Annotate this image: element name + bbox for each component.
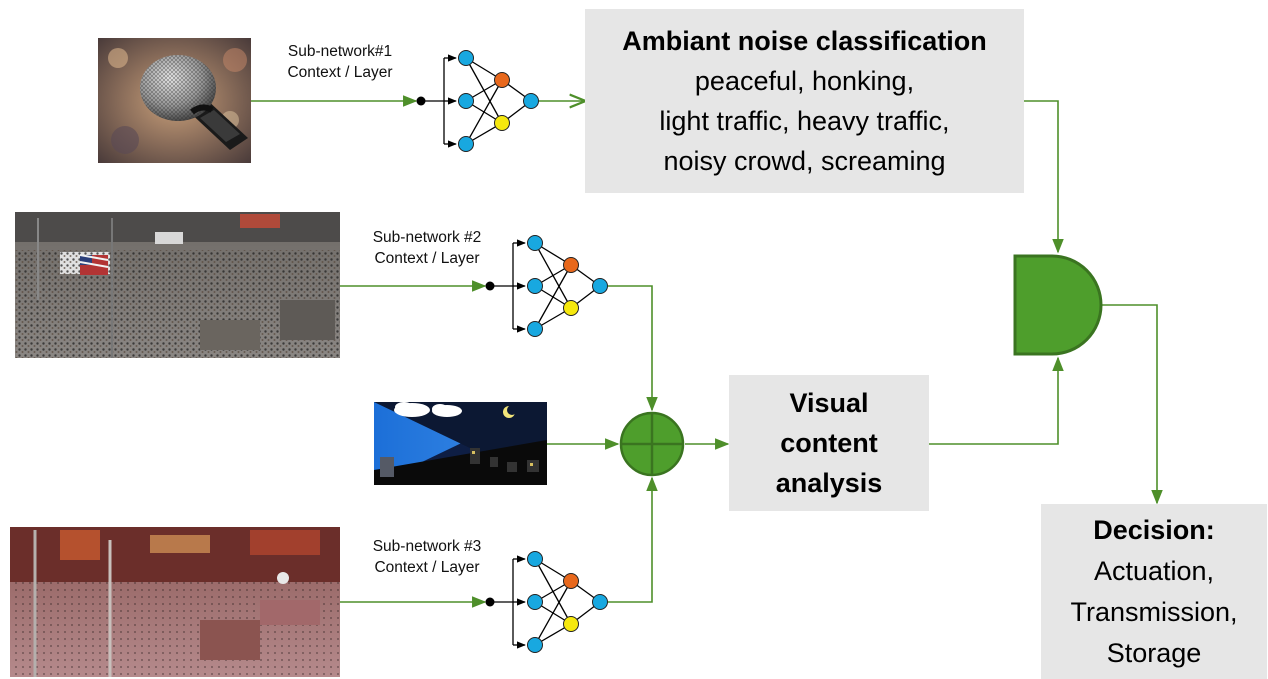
and-gate bbox=[1013, 254, 1103, 356]
subnetwork-3-label: Sub-network #3 Context / Layer bbox=[356, 536, 498, 578]
plaza-night-photo bbox=[10, 527, 340, 677]
subnetwork-2-label: Sub-network #2 Context / Layer bbox=[356, 227, 498, 269]
decision-line: Actuation, bbox=[1093, 555, 1215, 586]
subnetwork-3-title: Sub-network #3 bbox=[372, 538, 482, 555]
output-node bbox=[523, 93, 539, 109]
day-night-illustration bbox=[374, 402, 547, 485]
subnetwork-1-title: Sub-network#1 bbox=[287, 43, 393, 60]
microphone-photo bbox=[98, 38, 251, 163]
hidden-node bbox=[494, 72, 510, 88]
visual-box-line: content bbox=[780, 428, 878, 458]
input-node bbox=[527, 321, 543, 337]
input-node bbox=[458, 93, 474, 109]
decision-title: Decision: bbox=[1093, 514, 1215, 545]
hidden-node bbox=[563, 257, 579, 273]
input-node bbox=[527, 551, 543, 567]
output-node bbox=[592, 278, 608, 294]
output-node bbox=[592, 594, 608, 610]
input-node bbox=[527, 637, 543, 653]
summing-node bbox=[619, 411, 685, 477]
wire-visual-to-gate bbox=[929, 356, 1064, 445]
input-node bbox=[527, 594, 543, 610]
hidden-node bbox=[563, 300, 579, 316]
noise-class-line: noisy crowd, screaming bbox=[663, 146, 946, 176]
hidden-node bbox=[563, 616, 579, 632]
neural-net-1 bbox=[416, 50, 539, 152]
decision-line: Transmission, bbox=[1070, 596, 1238, 627]
decision-line: Storage bbox=[1106, 637, 1202, 668]
noise-class-line: light traffic, heavy traffic, bbox=[659, 106, 950, 136]
noise-classification-title: Ambiant noise classification bbox=[622, 26, 987, 56]
subnetwork-3-subtitle: Context / Layer bbox=[374, 559, 480, 576]
wire-gate-to-decision bbox=[1100, 304, 1163, 505]
subnetwork-2-title: Sub-network #2 bbox=[372, 229, 482, 246]
decision-box: Decision: Actuation, Transmission, Stora… bbox=[1041, 504, 1267, 679]
subnetwork-2-subtitle: Context / Layer bbox=[374, 250, 480, 267]
wire-net2-to-sum bbox=[608, 285, 658, 412]
crowded-plaza-daytime-photo bbox=[15, 212, 340, 358]
subnetwork-1-label: Sub-network#1 Context / Layer bbox=[270, 41, 410, 83]
noise-class-line: peaceful, honking, bbox=[694, 66, 915, 96]
wire-net3-to-sum bbox=[608, 476, 658, 603]
visual-content-analysis-box: Visual content analysis bbox=[729, 375, 929, 511]
hidden-node bbox=[494, 115, 510, 131]
input-node bbox=[527, 235, 543, 251]
visual-box-line: Visual bbox=[789, 388, 869, 418]
neural-net-2 bbox=[485, 235, 608, 337]
subnetwork-1-subtitle: Context / Layer bbox=[287, 64, 393, 81]
merge-wires bbox=[539, 100, 1163, 603]
visual-box-line: analysis bbox=[775, 468, 883, 498]
wire-noise-to-gate bbox=[1024, 100, 1064, 254]
input-node bbox=[458, 136, 474, 152]
hidden-node bbox=[563, 573, 579, 589]
neural-net-3 bbox=[485, 551, 608, 653]
input-node bbox=[527, 278, 543, 294]
noise-classification-box: Ambiant noise classification peaceful, h… bbox=[585, 9, 1024, 193]
input-node bbox=[458, 50, 474, 66]
input-wires bbox=[251, 95, 620, 608]
